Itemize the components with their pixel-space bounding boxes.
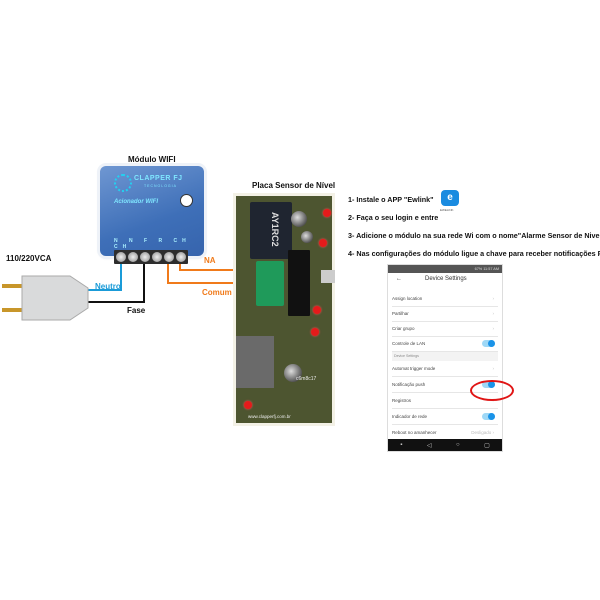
nav-recents-icon[interactable]: ▢	[484, 442, 490, 449]
section-header: Device Settings	[392, 352, 498, 361]
board-website: www.clapperfj.com.br	[248, 414, 291, 419]
common-label: Comum	[202, 288, 232, 297]
lan-control-toggle[interactable]	[482, 340, 495, 347]
module-brand-sub: TECNOLOGIA	[144, 184, 177, 188]
nav-home-icon[interactable]: ○	[455, 442, 460, 448]
screw-icon	[176, 252, 186, 262]
wifi-module: CLAPPER FJ TECNOLOGIA Acionador WIFI N N…	[100, 166, 204, 256]
module-title: Módulo WIFI	[128, 155, 176, 164]
settings-row[interactable]: Automat trigger mode›	[392, 361, 498, 377]
back-arrow-icon[interactable]: ←	[396, 276, 402, 282]
power-plug-icon	[2, 275, 89, 321]
ewelink-caption: EWELINK	[440, 208, 454, 212]
module-pins: N N F R CH CH	[114, 238, 204, 250]
module-brand: CLAPPER FJ	[134, 175, 183, 182]
led-indicator	[244, 401, 252, 409]
na-wire	[179, 262, 253, 271]
neutral-wire	[88, 262, 122, 291]
pin-label: CH	[173, 238, 191, 244]
screw-icon	[116, 252, 126, 262]
screw-icon	[152, 252, 162, 262]
phone-header: ← Device Settings	[388, 273, 502, 289]
pin-label: N	[129, 238, 138, 244]
heatsink	[236, 336, 274, 388]
capacitor	[291, 211, 307, 227]
module-model: Acionador WIFI	[114, 199, 158, 205]
capacitor	[284, 364, 302, 382]
nav-menu-icon[interactable]: ▪	[400, 442, 403, 448]
integrated-circuit	[288, 250, 310, 316]
settings-row[interactable]: Assign location›	[392, 291, 498, 307]
common-wire	[167, 262, 253, 284]
settings-row[interactable]: Partilhar›	[392, 306, 498, 322]
green-terminal-block	[256, 261, 284, 306]
phase-label: Fase	[127, 306, 146, 315]
instruction-step-2: 2- Faça o seu login e entre	[348, 213, 439, 222]
highlight-circle	[470, 380, 514, 401]
chevron-right-icon: ›	[492, 326, 495, 331]
ewelink-app-icon: e	[441, 190, 459, 206]
page-title: Device Settings	[425, 276, 467, 282]
pin-label: CH	[114, 244, 132, 250]
status-bar: 67% 11:57 AM	[388, 265, 502, 273]
screw-icon	[140, 252, 150, 262]
chevron-right-icon: ›	[492, 366, 495, 371]
screw-icon	[128, 252, 138, 262]
settings-row[interactable]: Controle de LAN	[392, 336, 498, 352]
clapper-logo-icon	[114, 174, 132, 192]
board-connector	[321, 270, 335, 283]
instruction-step-4: 4- Nas configurações do módulo ligue a c…	[348, 249, 600, 258]
pin-label: R	[158, 238, 168, 244]
board-title: Placa Sensor de Nível	[252, 181, 336, 190]
capacitor	[301, 231, 313, 243]
led-indicator	[323, 209, 331, 217]
phone-screenshot: 67% 11:57 AM ← Device Settings Assign lo…	[387, 264, 503, 452]
phase-wire	[88, 262, 145, 303]
chevron-right-icon: ›	[492, 296, 495, 301]
board-code: c6m8c17	[296, 376, 317, 382]
nav-back-icon[interactable]: ◁	[426, 442, 432, 449]
settings-row[interactable]: Indicador de rede	[392, 409, 498, 425]
led-indicator	[319, 239, 327, 247]
led-indicator	[313, 306, 321, 314]
terminal-block	[114, 250, 188, 264]
screw-icon	[164, 252, 174, 262]
pin-label: N	[114, 238, 123, 244]
led-indicator	[311, 328, 319, 336]
instruction-step-3: 3- Adicione o módulo na sua rede Wi com …	[348, 231, 600, 240]
sensor-board: AY1RC2 c6m8c17 www.clapperfj.com.br	[233, 193, 335, 426]
reset-button	[180, 194, 193, 207]
chevron-right-icon: ›	[492, 311, 495, 316]
pin-label: F	[144, 238, 153, 244]
instruction-step-1: 1- Instale o APP "Ewlink"	[348, 195, 434, 204]
network-indicator-toggle[interactable]	[482, 413, 495, 420]
na-label: NA	[204, 256, 216, 265]
relay-component: AY1RC2	[250, 202, 292, 259]
android-nav-bar: ▪ ◁ ○ ▢	[388, 439, 502, 451]
power-label: 110/220VCA	[6, 254, 52, 263]
settings-row[interactable]: Criar grupo›	[392, 321, 498, 337]
neutral-label: Neutro	[95, 282, 121, 291]
